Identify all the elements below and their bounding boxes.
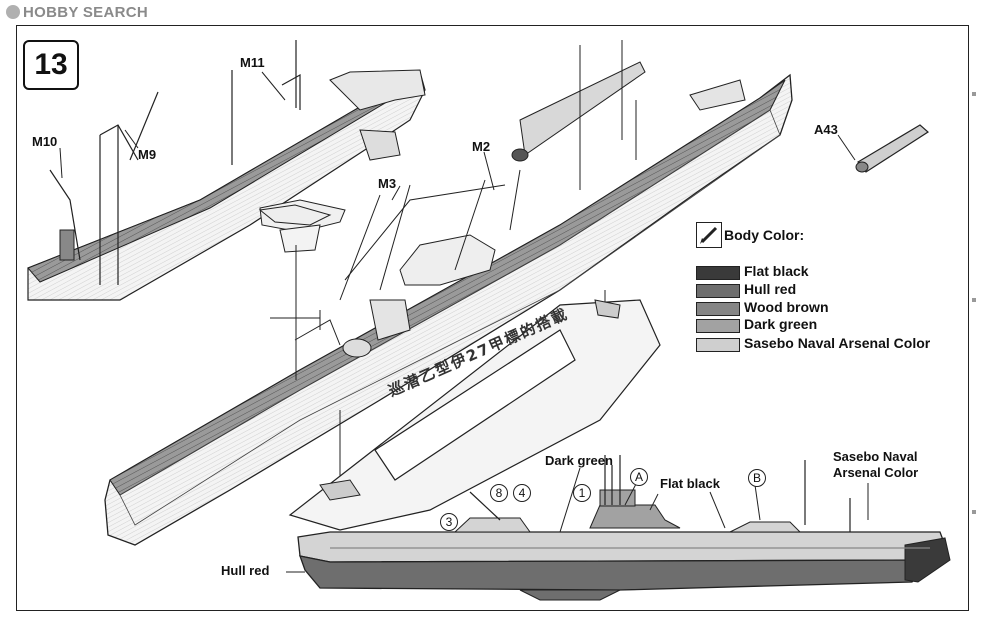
- callout-hull-red: Hull red: [221, 563, 270, 578]
- callout-flat-black: Flat black: [660, 476, 720, 491]
- marker-b: B: [748, 469, 766, 487]
- submarine-side-profile: [297, 455, 951, 601]
- marker-a: A: [630, 468, 648, 486]
- marker-4: 4: [513, 484, 531, 502]
- registration-mark: [972, 510, 976, 514]
- legend-item-label: Hull red: [744, 281, 797, 297]
- step-number: 13: [23, 40, 79, 90]
- watermark: HOBBY SEARCH: [6, 4, 148, 21]
- display-stand: [288, 299, 661, 531]
- legend-title: Body Color:: [724, 227, 805, 243]
- color-swatch-dark-green: [696, 319, 740, 333]
- color-swatch-flat-black: [696, 266, 740, 280]
- marker-8: 8: [490, 484, 508, 502]
- marker-3: 3: [440, 513, 458, 531]
- registration-mark: [972, 92, 976, 96]
- legend-item-label: Wood brown: [744, 299, 829, 315]
- callout-dark-green: Dark green: [545, 453, 613, 468]
- part-label-a43: A43: [814, 122, 838, 137]
- paintbrush-icon: [696, 222, 722, 248]
- callout-sasebo-line2: Arsenal Color: [833, 465, 919, 480]
- legend-item-label: Flat black: [744, 263, 809, 279]
- part-label-m3: M3: [378, 176, 397, 191]
- color-swatch-hull-red: [696, 284, 740, 298]
- marker-1: 1: [573, 484, 591, 502]
- callout-sasebo-line1: Sasebo Naval: [833, 449, 918, 464]
- hobby-search-logo-icon: [6, 5, 20, 19]
- part-label-m10: M10: [32, 134, 58, 149]
- submarine-upper-view: [27, 40, 426, 301]
- color-swatch-sasebo-naval-arsenal: [696, 338, 740, 352]
- legend-item-label: Sasebo Naval Arsenal Color: [744, 335, 931, 351]
- legend-item-label: Dark green: [744, 316, 818, 332]
- part-a43-drawing: [855, 124, 929, 173]
- instruction-frame: [16, 25, 969, 611]
- watermark-text: HOBBY SEARCH: [23, 4, 149, 21]
- registration-mark: [972, 298, 976, 302]
- part-label-m2: M2: [472, 139, 491, 154]
- part-label-m9: M9: [138, 147, 157, 162]
- color-swatch-wood-brown: [696, 302, 740, 316]
- leader-lines: [59, 71, 869, 573]
- part-label-m11: M11: [240, 55, 265, 70]
- submarine-main-view: [104, 40, 793, 546]
